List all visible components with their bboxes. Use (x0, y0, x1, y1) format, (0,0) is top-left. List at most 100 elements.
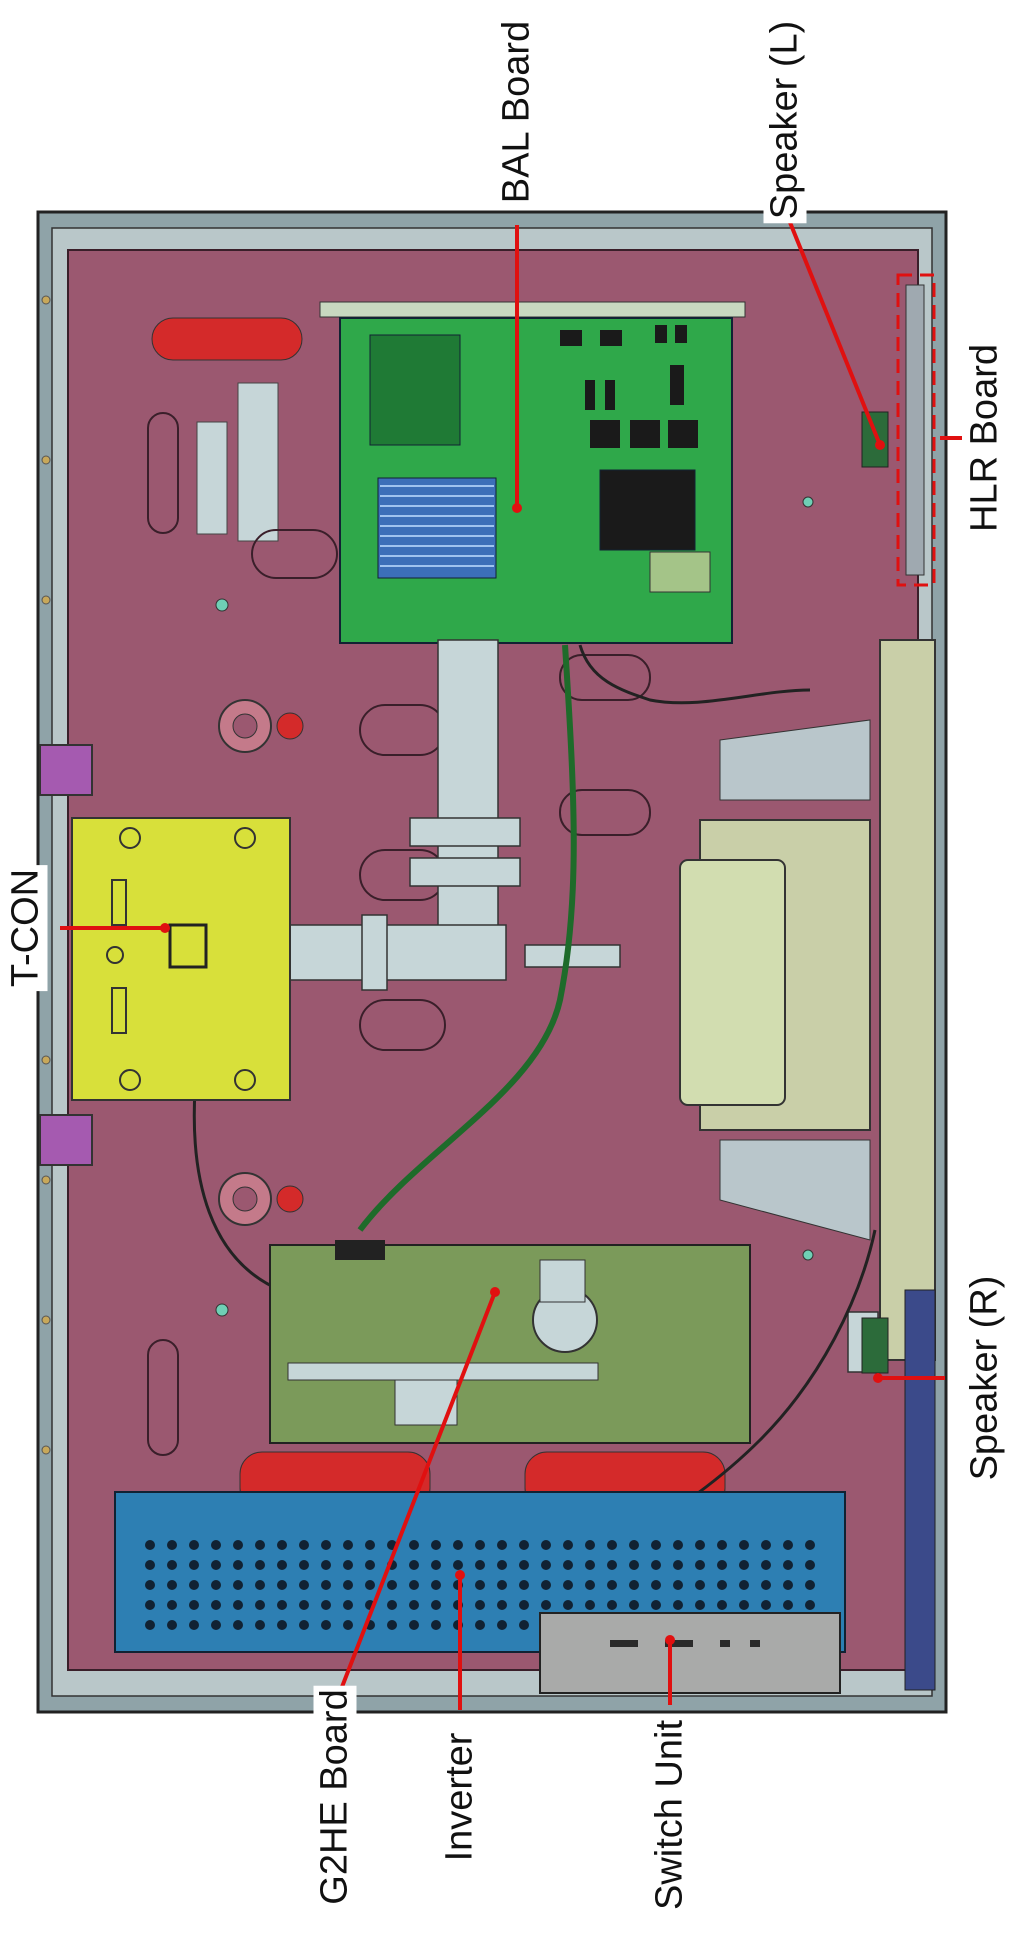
bracket-plate-bottom (719, 1139, 871, 1241)
bal-connector (369, 334, 461, 446)
inverter-vent-hole (761, 1600, 771, 1610)
inverter-vent-hole (167, 1560, 177, 1570)
label-hlr-board: HLR Board (963, 340, 1007, 536)
inverter-vent-hole (189, 1580, 199, 1590)
inverter-vent-hole (343, 1600, 353, 1610)
inverter-vent-hole (299, 1620, 309, 1630)
red-pad-top (151, 317, 303, 361)
inverter-vent-hole (651, 1600, 661, 1610)
stand-base (904, 1289, 936, 1691)
inverter-vent-hole (519, 1540, 529, 1550)
inverter-vent-hole (453, 1540, 463, 1550)
inverter-vent-hole (167, 1580, 177, 1590)
tcon-to-g2he-cable (192, 1089, 281, 1292)
inverter-vent-hole (805, 1600, 815, 1610)
inverter-vent-hole (233, 1580, 243, 1590)
inverter-vent-hole (563, 1580, 573, 1590)
inverter-vent-hole (277, 1620, 287, 1630)
inverter-vent-hole (475, 1600, 485, 1610)
inverter-vent-hole (585, 1600, 595, 1610)
t-con-features (106, 827, 256, 1091)
inverter-vent-hole (321, 1580, 331, 1590)
leader-dots (160, 440, 885, 1645)
inverter-vent-hole (629, 1560, 639, 1570)
inverter-vent-hole (211, 1540, 221, 1550)
inverter-vent-hole (497, 1560, 507, 1570)
inverter-vent-hole (321, 1600, 331, 1610)
bal-heatsink (377, 477, 497, 579)
g2he-board (269, 1244, 751, 1444)
inverter-vent-hole (277, 1540, 287, 1550)
inverter-vent-hole (409, 1580, 419, 1590)
inverter-vent-hole (475, 1540, 485, 1550)
inverter-vent-hole (277, 1580, 287, 1590)
inverter-vent-hole (431, 1580, 441, 1590)
chassis-bosses (215, 496, 814, 1317)
inverter-vent-hole (387, 1580, 397, 1590)
inverter-vent-hole (211, 1620, 221, 1630)
t-con-board (71, 817, 291, 1101)
inverter-vent-hole (189, 1600, 199, 1610)
inverter-vent-hole (673, 1560, 683, 1570)
inverter-vent-hole (695, 1540, 705, 1550)
label-t-con: T-CON (4, 864, 48, 992)
inverter-vent-hole (717, 1580, 727, 1590)
bal-components (560, 325, 698, 448)
inverter-vent-hole (431, 1540, 441, 1550)
inverter-vent-hole (233, 1620, 243, 1630)
hlr-board-highlight (896, 273, 936, 587)
inverter-vent-hole (783, 1600, 793, 1610)
inverter-vent-hole (805, 1540, 815, 1550)
label-inverter: Inverter (438, 1728, 482, 1866)
inverter-vent-hole (783, 1540, 793, 1550)
speaker-right (861, 1317, 889, 1374)
inverter-vent-hole (321, 1620, 331, 1630)
inverter-vent-hole (475, 1580, 485, 1590)
inverter-vent-hole (299, 1540, 309, 1550)
inverter-vent-hole (585, 1580, 595, 1590)
inverter-vent-hole (299, 1580, 309, 1590)
bracket-plate-top (719, 719, 871, 801)
inverter-vent-hole (387, 1620, 397, 1630)
g2he-transformer (539, 1259, 586, 1303)
inverter-vent-hole (585, 1540, 595, 1550)
inverter-vent-hole (255, 1560, 265, 1570)
inverter-vent-hole (805, 1560, 815, 1570)
inverter-vent-hole (629, 1600, 639, 1610)
inverter-vent-hole (585, 1560, 595, 1570)
inverter-vent-hole (277, 1560, 287, 1570)
stand-neck (879, 639, 936, 1361)
inverter-vent-hole (233, 1560, 243, 1570)
inverter-vent-hole (365, 1580, 375, 1590)
inverter-vent-hole (541, 1560, 551, 1570)
inverter-vent-hole (497, 1580, 507, 1590)
inverter-vent-hole (453, 1560, 463, 1570)
tape-strip-2 (237, 382, 279, 542)
label-speaker-r: Speaker (R) (963, 1271, 1007, 1485)
inverter-vent-hole (651, 1560, 661, 1570)
inverter-vent-hole (321, 1560, 331, 1570)
left-bracket-bottom (39, 1114, 93, 1166)
bal-board-rail (319, 301, 746, 318)
inverter-vent-hole (145, 1560, 155, 1570)
label-speaker-l: Speaker (L) (763, 16, 807, 224)
inverter-vent-hole (563, 1540, 573, 1550)
leader-lines (60, 209, 962, 1710)
inverter-vent-hole (519, 1580, 529, 1590)
inverter-vent-hole (343, 1580, 353, 1590)
inverter-vent-hole (145, 1580, 155, 1590)
inverter-vent-hole (717, 1540, 727, 1550)
label-bal-board: BAL Board (495, 16, 539, 208)
inverter-vent-hole (783, 1580, 793, 1590)
inverter-vent-hole (717, 1560, 727, 1570)
inverter-vent-hole (255, 1540, 265, 1550)
g2he-connector (335, 1240, 385, 1260)
label-switch-unit: Switch Unit (648, 1715, 692, 1915)
g2he-heatsink (287, 1362, 599, 1381)
inverter-vent-hole (761, 1580, 771, 1590)
switch-unit-buttons (610, 1640, 760, 1647)
inverter-vent-hole (189, 1540, 199, 1550)
inverter-vent-hole (167, 1600, 177, 1610)
inverter-vent-hole (607, 1560, 617, 1570)
